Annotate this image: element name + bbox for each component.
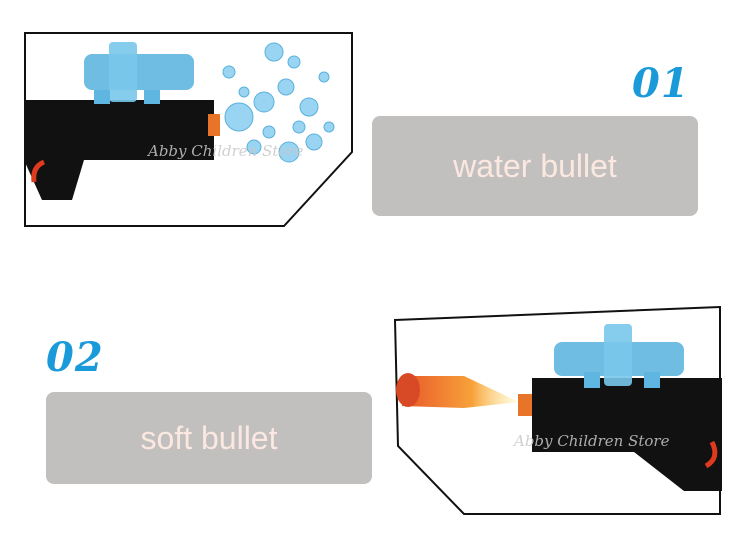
water-bullet-image: Abby Children Store — [24, 32, 354, 228]
soft-bullet-image: Abby Children Store — [394, 306, 722, 516]
water-splash-icon — [222, 42, 335, 163]
toy-gun-icon — [518, 324, 722, 491]
foam-bullet-icon — [396, 373, 519, 408]
image-frame — [24, 32, 353, 227]
soft-bullet-label: soft bullet — [46, 392, 372, 484]
item-number-1: 01 — [632, 60, 690, 107]
water-bullet-label: water bullet — [372, 116, 698, 216]
image-frame — [394, 306, 722, 515]
item-number-2: 02 — [46, 334, 104, 381]
toy-gun-icon — [24, 42, 220, 200]
watermark-text: Abby Children Store — [514, 432, 670, 450]
watermark-text: Abby Children Store — [148, 142, 304, 160]
